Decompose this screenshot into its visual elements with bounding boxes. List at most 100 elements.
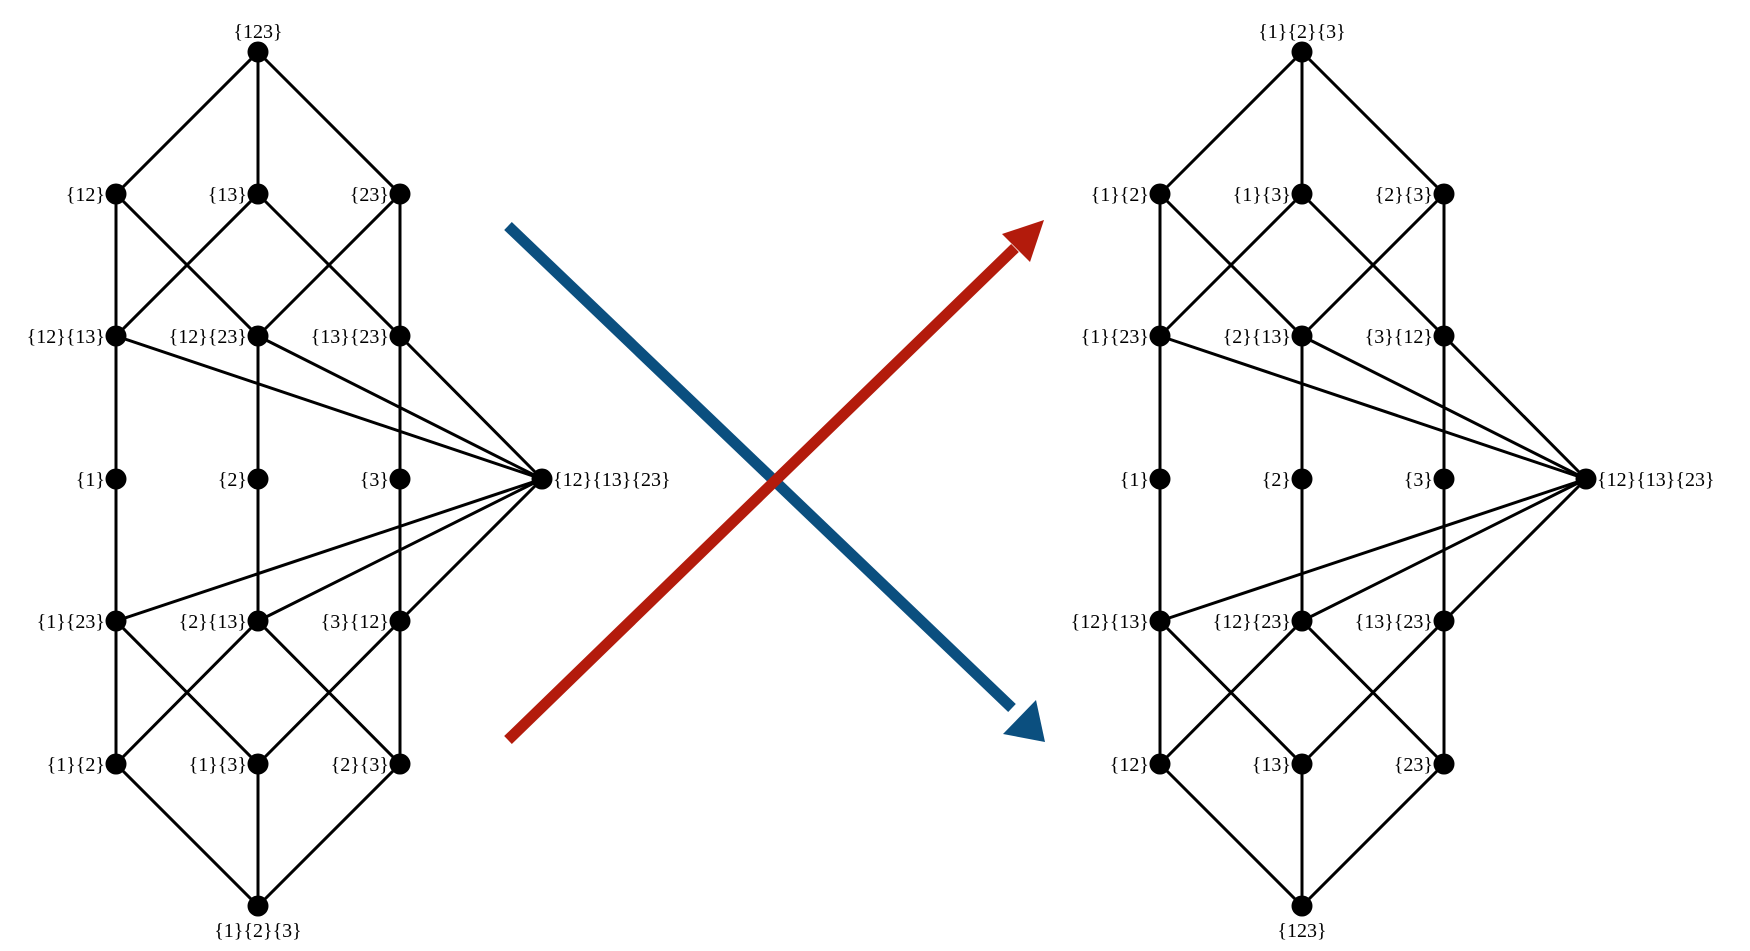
right-node <box>1433 325 1455 347</box>
left-node-label: {1} <box>76 469 105 491</box>
left-node <box>247 41 269 63</box>
right-node-label: {12} <box>1110 754 1149 776</box>
left-node <box>247 468 269 490</box>
left-node-label: {12}{23} <box>169 326 247 348</box>
right-node-label: {3}{12} <box>1365 326 1433 348</box>
right-node <box>1291 753 1313 775</box>
node-layer <box>105 41 1597 917</box>
right-edge <box>1158 50 1304 196</box>
left-edge <box>114 762 260 908</box>
left-node <box>531 468 553 490</box>
left-node-label: {1}{3} <box>189 754 247 776</box>
right-edge <box>1158 619 1304 766</box>
right-edge <box>1442 334 1588 481</box>
blue-arrow-shaft <box>504 222 1016 712</box>
edge-layer <box>114 50 1588 908</box>
right-node <box>1433 183 1455 205</box>
left-node-label: {2}{3} <box>331 754 389 776</box>
right-edge <box>1159 334 1587 481</box>
left-edge <box>257 477 543 623</box>
left-edge <box>256 762 402 908</box>
left-node-label: {1}{2} <box>47 754 105 776</box>
left-node <box>247 895 269 917</box>
arrow-layer <box>504 220 1045 744</box>
right-node <box>1149 183 1171 205</box>
left-edge <box>398 477 544 623</box>
left-node-label: {1}{23} <box>37 611 105 633</box>
left-node <box>247 183 269 205</box>
left-node <box>247 325 269 347</box>
left-node-label: {13} <box>208 184 247 206</box>
right-node-label: {1}{23} <box>1081 326 1149 348</box>
red-arrow-shaft <box>504 244 1019 744</box>
right-node <box>1149 753 1171 775</box>
left-node-label: {13}{23} <box>311 326 389 348</box>
left-node <box>105 325 127 347</box>
left-edge <box>114 619 260 766</box>
left-node <box>105 753 127 775</box>
right-node-label: {1}{2} <box>1091 184 1149 206</box>
right-edge <box>1159 477 1587 623</box>
right-node-label: {13}{23} <box>1355 611 1433 633</box>
left-node-label: {123} <box>233 21 282 43</box>
left-node <box>389 325 411 347</box>
left-node-label: {1}{2}{3} <box>214 920 302 942</box>
right-node-label: {13} <box>1252 754 1291 776</box>
right-node <box>1149 610 1171 632</box>
right-node <box>1291 468 1313 490</box>
right-edge <box>1300 762 1446 908</box>
right-node <box>1291 610 1313 632</box>
right-node-label: {123} <box>1277 920 1326 942</box>
right-edge <box>1300 619 1446 766</box>
right-node <box>1433 468 1455 490</box>
left-node <box>105 610 127 632</box>
left-edge <box>114 50 260 196</box>
right-node-label: {2} <box>1262 469 1291 491</box>
right-node <box>1575 468 1597 490</box>
right-node-label: {1} <box>1120 469 1149 491</box>
left-node-label: {12} <box>66 184 105 206</box>
right-node <box>1149 468 1171 490</box>
left-node <box>105 468 127 490</box>
left-edge <box>115 477 543 623</box>
left-node <box>389 468 411 490</box>
right-node-label: {12}{13} <box>1071 611 1149 633</box>
left-node <box>247 610 269 632</box>
right-node <box>1291 183 1313 205</box>
left-node-label: {3}{12} <box>321 611 389 633</box>
right-node-label: {12}{23} <box>1213 611 1291 633</box>
left-edge <box>256 192 402 338</box>
right-node-label: {2}{3} <box>1375 184 1433 206</box>
right-edge <box>1300 50 1446 196</box>
right-node <box>1149 325 1171 347</box>
right-edge <box>1301 334 1587 481</box>
right-node <box>1291 41 1313 63</box>
right-node-label: {12}{13}{23} <box>1597 469 1715 491</box>
left-edge <box>257 334 543 481</box>
right-node-label: {1}{3} <box>1233 184 1291 206</box>
right-node <box>1433 753 1455 775</box>
left-edge <box>398 334 544 481</box>
left-node <box>389 183 411 205</box>
left-node-label: {2} <box>218 469 247 491</box>
right-node <box>1433 610 1455 632</box>
right-node-label: {2}{13} <box>1223 326 1291 348</box>
right-edge <box>1442 477 1588 623</box>
right-edge <box>1158 762 1304 908</box>
label-layer: {123}{12}{13}{23}{12}{13}{12}{23}{13}{23… <box>27 21 1715 942</box>
left-node-label: {12}{13} <box>27 326 105 348</box>
right-edge <box>1300 192 1446 338</box>
blue-arrowhead <box>1003 700 1045 742</box>
right-edge <box>1158 192 1304 338</box>
right-node <box>1291 895 1313 917</box>
red-arrowhead <box>1002 220 1044 262</box>
right-edge <box>1301 477 1587 623</box>
left-node <box>389 610 411 632</box>
left-node-label: {23} <box>350 184 389 206</box>
left-node-label: {12}{13}{23} <box>553 469 671 491</box>
right-node-label: {3} <box>1404 469 1433 491</box>
left-node <box>105 183 127 205</box>
left-edge <box>256 50 402 196</box>
